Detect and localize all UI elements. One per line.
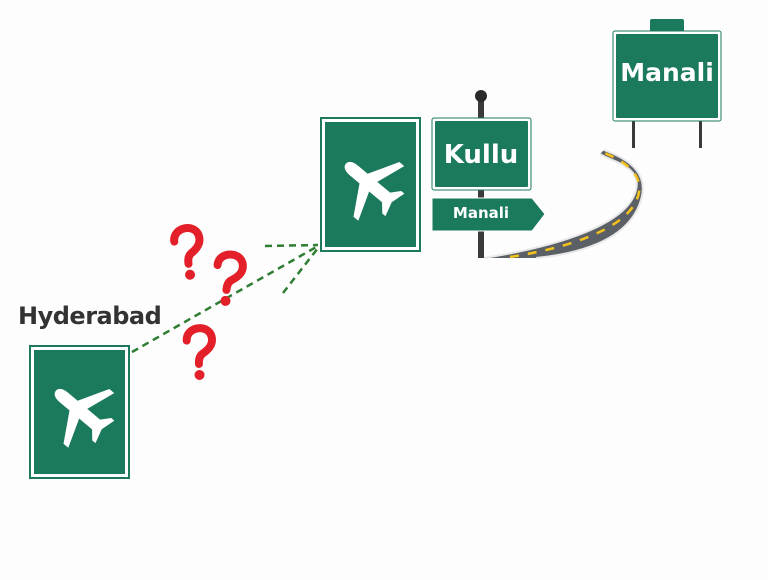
origin-airport-sign xyxy=(30,346,129,478)
question-marks xyxy=(173,226,244,380)
question-mark-icon xyxy=(186,328,214,381)
kullu-sign-label: Kullu xyxy=(432,140,530,170)
question-mark-icon xyxy=(214,253,244,307)
kullu-airport-sign xyxy=(321,118,420,251)
manali-board-label: Manali xyxy=(616,58,718,87)
question-mark-icon xyxy=(173,226,205,281)
kullu-signpost xyxy=(432,90,545,258)
manali-arrow-sign-label: Manali xyxy=(436,204,526,222)
origin-city-label: Hyderabad xyxy=(18,302,161,330)
